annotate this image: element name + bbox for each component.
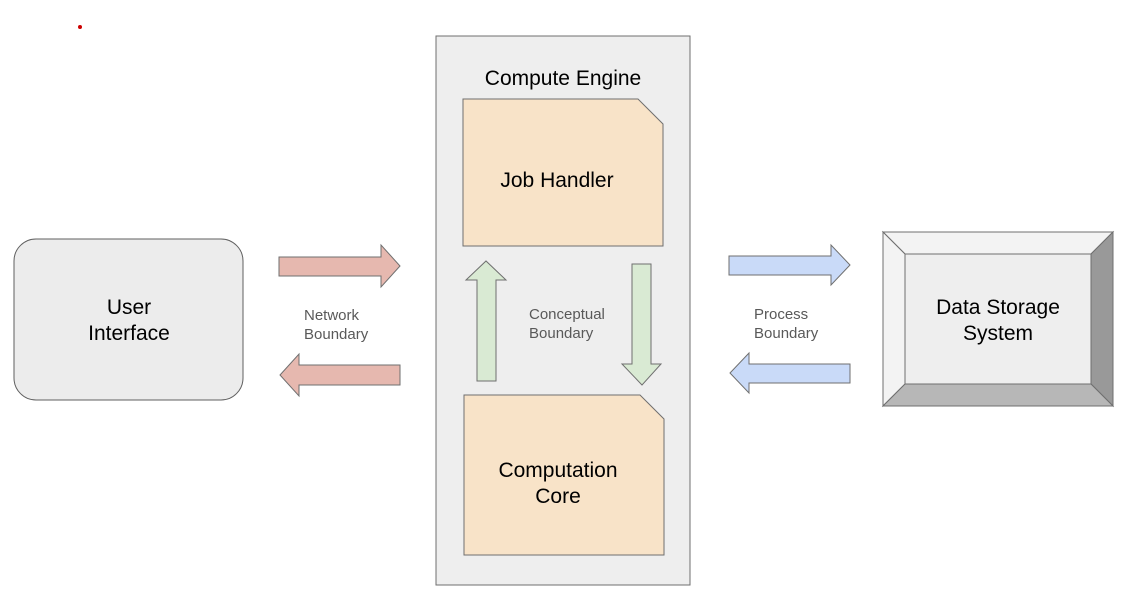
job-handler-label: Job Handler bbox=[500, 169, 613, 192]
process-right-arrow bbox=[728, 243, 851, 287]
user-interface-label-line1: User bbox=[107, 296, 151, 319]
user-interface-box: User Interface bbox=[13, 238, 244, 401]
conceptual-boundary-label-line2: Boundary bbox=[529, 325, 594, 342]
user-interface-label-line2: Interface bbox=[88, 322, 170, 345]
computation-core-label-line2: Core bbox=[535, 485, 581, 508]
conceptual-down-arrow bbox=[620, 263, 663, 386]
red-dot-marker bbox=[78, 25, 82, 29]
compute-engine-title: Compute Engine bbox=[485, 67, 641, 90]
process-boundary-label-line1: Process bbox=[754, 306, 808, 323]
network-right-arrow bbox=[278, 243, 401, 289]
computation-core-box: Computation Core bbox=[463, 394, 665, 556]
computation-core-label-line1: Computation bbox=[498, 459, 617, 482]
network-left-arrow bbox=[279, 352, 401, 398]
process-boundary-label-line2: Boundary bbox=[754, 325, 819, 342]
data-storage-box: Data Storage System bbox=[881, 230, 1115, 408]
job-handler-box: Job Handler bbox=[462, 98, 664, 247]
data-storage-label-line1: Data Storage bbox=[936, 296, 1060, 319]
data-storage-label-line2: System bbox=[963, 322, 1033, 345]
network-boundary-label-line2: Boundary bbox=[304, 326, 369, 343]
conceptual-up-arrow bbox=[464, 260, 508, 382]
process-left-arrow bbox=[729, 351, 851, 395]
network-boundary-label-line1: Network bbox=[304, 307, 360, 324]
conceptual-boundary-label-line1: Conceptual bbox=[529, 306, 605, 323]
